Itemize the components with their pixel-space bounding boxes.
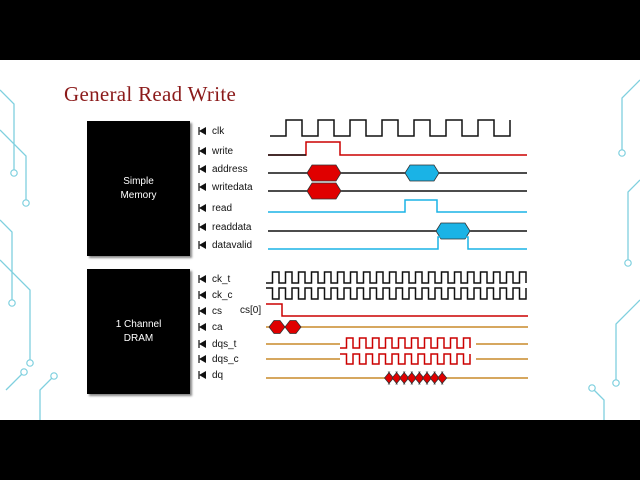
trace-node-right-4 [588, 384, 596, 392]
signal-label-dq: dq [212, 370, 224, 381]
memory-label-line1: Simple [123, 175, 154, 187]
trace-left-5 [5, 373, 23, 391]
ck-c-waveform [266, 287, 527, 300]
trace-right-2 [627, 179, 640, 260]
signal-port-arrow-8 [199, 291, 206, 299]
ck-t-waveform [266, 271, 527, 284]
dram-block: 1 Channel DRAM [87, 269, 190, 394]
trace-right-3 [615, 299, 640, 380]
trace-node-left-5 [20, 368, 28, 376]
signal-port-arrow-6 [199, 241, 206, 249]
trace-right-1 [621, 79, 640, 150]
read-waveform [268, 199, 527, 213]
cs-bit-annotation: cs[0] [240, 305, 262, 316]
dqs-c-waveform [340, 353, 471, 365]
datavalid-waveform [268, 236, 527, 250]
signal-label-ck-c: ck_c [212, 290, 233, 301]
signal-port-arrow-10 [199, 323, 206, 331]
slide: General Read Write Simple Memory 1 Chann… [0, 60, 640, 420]
trace-node-left-4 [26, 359, 34, 367]
trace-node-right-3 [612, 379, 620, 387]
cs-waveform [266, 303, 528, 317]
trace-node-right-1 [618, 149, 626, 157]
signal-port-arrow-2 [199, 165, 206, 173]
write-waveform [268, 141, 527, 156]
signal-label-ck-t: ck_t [212, 274, 231, 285]
signal-label-read: read [212, 203, 233, 214]
signal-label-datavalid: datavalid [212, 240, 253, 251]
trace-left-2 [0, 129, 27, 200]
signal-label-dqs-t: dqs_t [212, 339, 237, 350]
writedata-value [306, 182, 342, 200]
trace-node-left-1 [10, 169, 18, 177]
trace-left-4 [0, 259, 31, 360]
dram-label-line1: 1 Channel [115, 318, 162, 330]
signal-port-arrow-3 [199, 183, 206, 191]
signal-label-address: address [212, 164, 248, 175]
signal-port-arrow-5 [199, 223, 206, 231]
trace-left-6 [39, 377, 53, 420]
memory-label-line2: Memory [120, 189, 157, 201]
trace-right-4 [593, 389, 605, 420]
dram-label-line2: DRAM [123, 332, 154, 344]
signal-label-ca: ca [212, 322, 223, 333]
signal-label-clk: clk [212, 126, 225, 137]
signal-port-arrow-0 [199, 127, 206, 135]
signal-port-arrow-7 [199, 275, 206, 283]
signal-label-cs: cs [212, 306, 222, 317]
signal-label-write: write [212, 146, 234, 157]
trace-node-left-6 [50, 372, 58, 380]
address-write-value [306, 164, 342, 182]
dq-burst-beat-8 [437, 371, 448, 385]
slide-title: General Read Write [64, 82, 237, 106]
timing-diagram [198, 119, 528, 385]
clk-waveform [270, 119, 511, 137]
simple-memory-block: Simple Memory [87, 121, 190, 256]
trace-left-3 [0, 219, 13, 300]
dqs-t-waveform [340, 337, 471, 349]
signal-port-arrow-12 [199, 355, 206, 363]
ca-command-1 [268, 320, 286, 334]
trace-node-right-2 [624, 259, 632, 267]
signal-port-arrow-9 [199, 307, 206, 315]
signal-port-arrow-11 [199, 340, 206, 348]
signal-port-arrow-13 [199, 371, 206, 379]
signal-label-dqs-c: dqs_c [212, 354, 239, 365]
readdata-value [435, 222, 471, 240]
signal-label-readdata: readdata [212, 222, 252, 233]
address-read-value [404, 164, 440, 182]
signal-port-arrow-4 [199, 204, 206, 212]
signal-label-writedata: writedata [212, 182, 253, 193]
signal-port-arrow-1 [199, 147, 206, 155]
ca-command-2 [284, 320, 302, 334]
trace-left-1 [0, 89, 15, 170]
trace-node-left-2 [22, 199, 30, 207]
circuit-decoration [0, 79, 640, 420]
trace-node-left-3 [8, 299, 16, 307]
